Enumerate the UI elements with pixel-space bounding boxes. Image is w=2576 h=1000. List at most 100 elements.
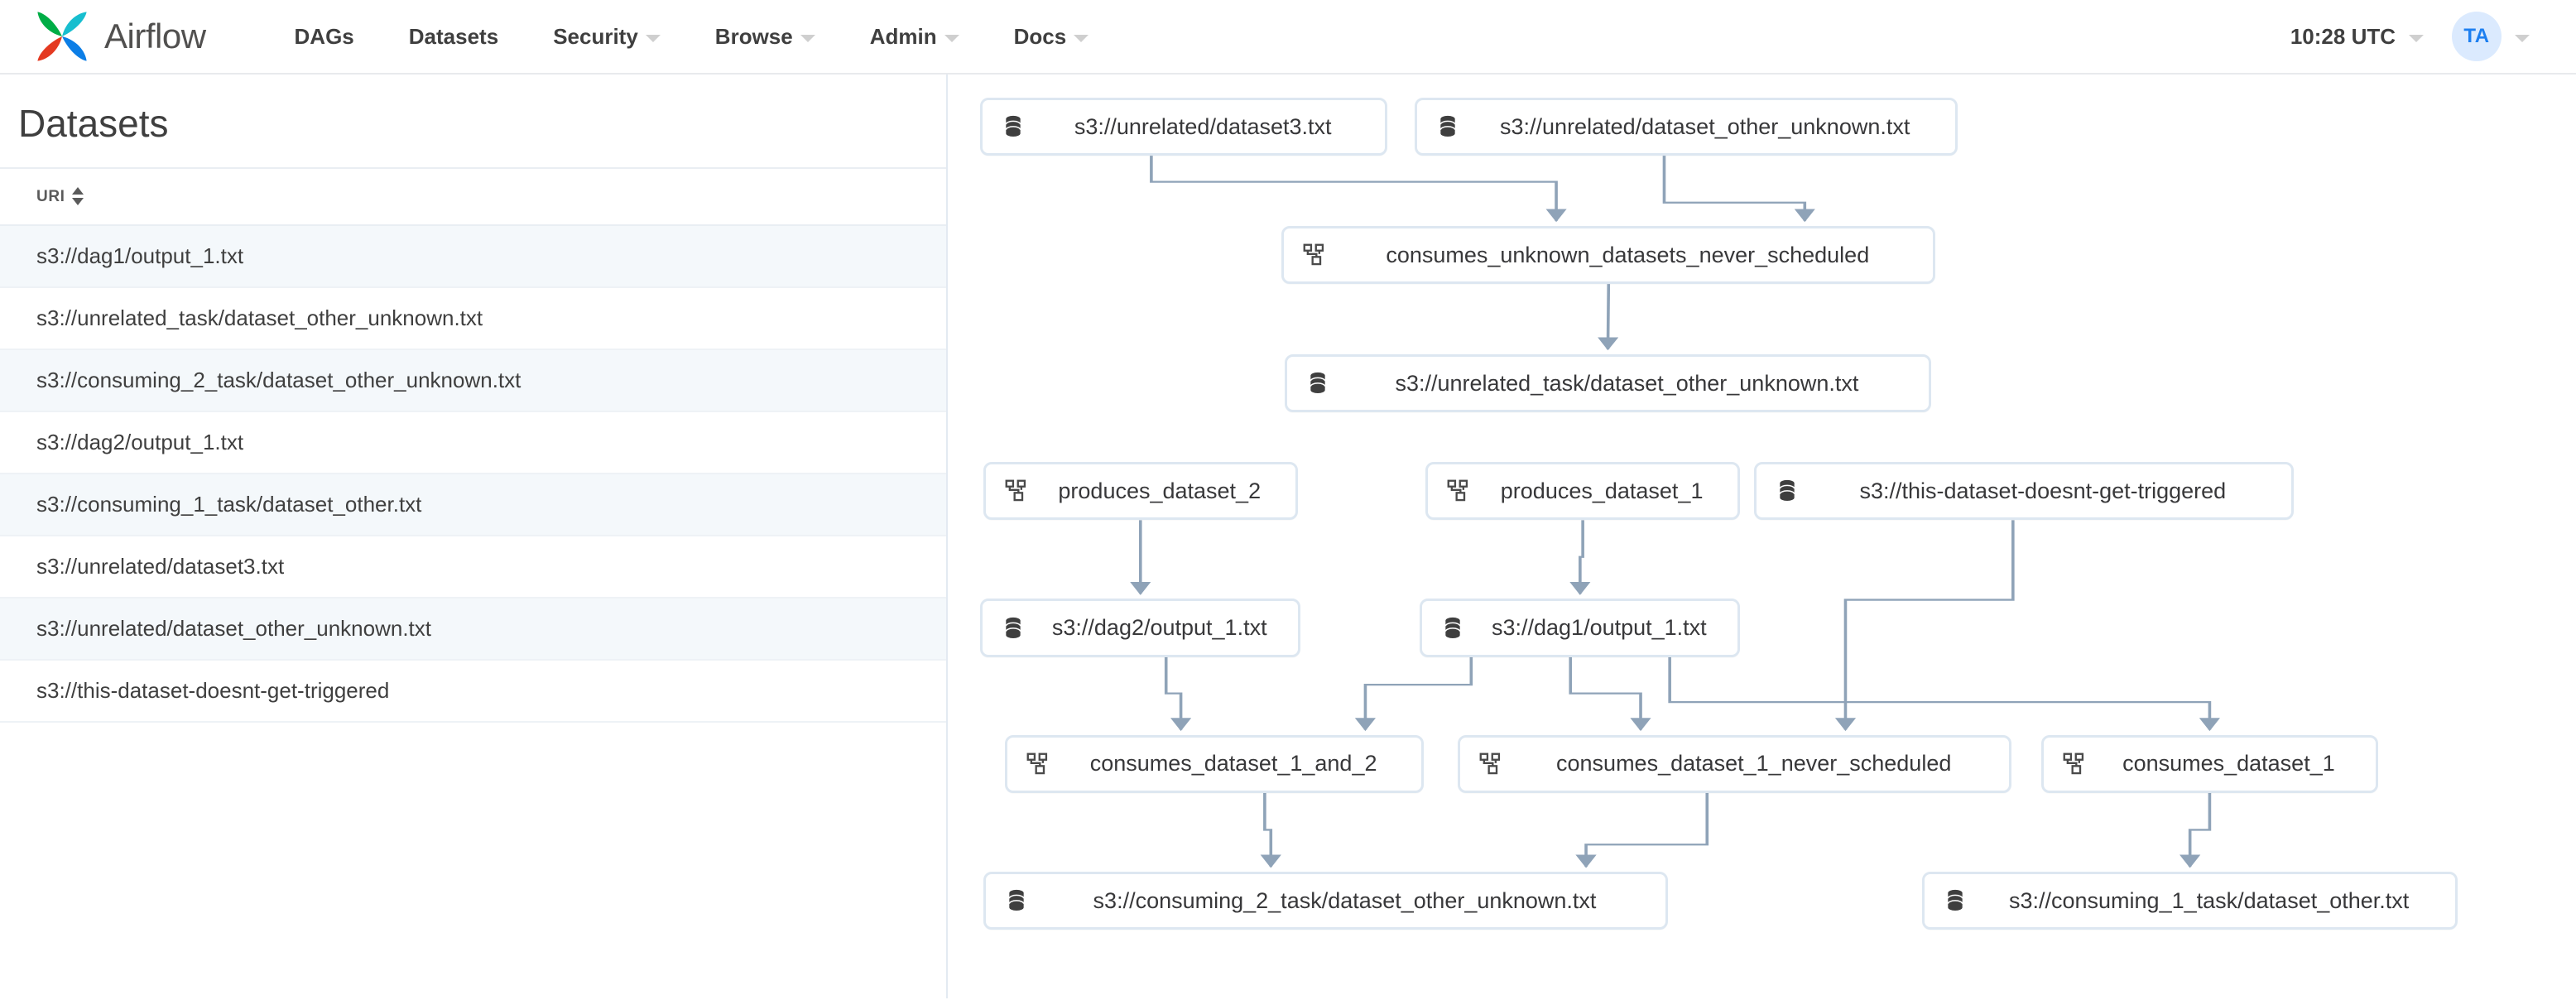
avatar: TA [2452,12,2502,61]
table-header-row: URI [0,169,946,226]
dataset-uri-cell[interactable]: s3://this-dataset-doesnt-get-triggered [0,660,946,723]
database-icon [1775,478,1800,504]
dataset-graph-panel[interactable]: s3://unrelated/dataset3.txt s3://unrelate… [948,75,2576,998]
user-menu[interactable]: TA [2452,12,2530,61]
graph-edge [1260,793,1281,868]
airflow-pinwheel-logo-icon [31,6,93,67]
graph-edge [1575,793,1709,868]
graph-edge [1569,656,1651,732]
graph-node-dag-produces-1[interactable]: produces_dataset_1 [1425,462,1741,521]
nav-item-label: Docs [1013,23,1067,49]
table-row[interactable]: s3://this-dataset-doesnt-get-triggered [0,660,946,723]
graph-node-label: consumes_dataset_1_never_scheduled [1556,751,1952,776]
graph-node-label: s3://this-dataset-doesnt-get-triggered [1859,478,2227,503]
graph-edge [1569,520,1591,595]
graph-node-label: s3://unrelated/dataset3.txt [1074,113,1332,139]
graph-edge [2180,793,2212,868]
nav-item-label: Security [553,23,638,49]
chevron-down-icon [1074,34,1089,42]
sitemap-icon [1478,751,1503,777]
graph-node-label: produces_dataset_2 [1058,478,1262,503]
brand-name: Airflow [104,17,206,55]
graph-node-ds-unrelated-dataset3[interactable]: s3://unrelated/dataset3.txt [980,97,1388,156]
database-icon [1001,615,1026,642]
table-row[interactable]: s3://dag1/output_1.txt [0,225,946,288]
database-icon [1440,615,1465,642]
table-row[interactable]: s3://consuming_2_task/dataset_other_unkn… [0,349,946,412]
nav-item-dags[interactable]: DAGs [267,24,382,50]
table-row[interactable]: s3://dag2/output_1.txt [0,411,946,474]
table-row[interactable]: s3://unrelated/dataset_other_unknown.txt [0,598,946,661]
table-row[interactable]: s3://consuming_1_task/dataset_other.txt [0,474,946,536]
clock-label: 10:28 UTC [2290,23,2396,49]
chevron-down-icon [800,34,815,42]
sort-updown-icon[interactable] [71,187,84,205]
nav-item-label: DAGs [294,23,354,49]
nav-item-admin[interactable]: Admin [843,24,987,50]
dataset-uri-cell[interactable]: s3://unrelated/dataset_other_unknown.txt [0,598,946,661]
dataset-uri-cell[interactable]: s3://unrelated_task/dataset_other_unknow… [0,287,946,350]
sitemap-icon [1026,751,1050,777]
graph-node-label: consumes_dataset_1 [2122,751,2335,776]
graph-edge [1834,520,2015,732]
graph-node-ds-unrelated-task-other[interactable]: s3://unrelated_task/dataset_other_unknow… [1284,353,1932,413]
page-title: Datasets [18,102,169,145]
column-header-label: URI [36,188,65,205]
nav-item-label: Admin [869,23,937,49]
graph-node-dag-consumes-1-and-2[interactable]: consumes_dataset_1_and_2 [1004,734,1425,793]
graph-node-dag-produces-2[interactable]: produces_dataset_2 [983,462,1298,521]
graph-node-label: s3://consuming_1_task/dataset_other.txt [2008,887,2410,913]
timezone-selector[interactable]: 10:28 UTC [2290,24,2452,50]
database-icon [1435,113,1460,140]
graph-node-dag-consumes-1[interactable]: consumes_dataset_1 [2041,734,2378,793]
dataset-uri-cell[interactable]: s3://consuming_1_task/dataset_other.txt [0,474,946,536]
graph-node-ds-consuming-2-task[interactable]: s3://consuming_2_task/dataset_other_unkn… [983,872,1669,930]
nav-item-docs[interactable]: Docs [987,24,1117,50]
graph-node-label: consumes_dataset_1_and_2 [1089,751,1377,776]
brand-home-link[interactable]: Airflow [31,6,206,67]
nav-item-datasets[interactable]: Datasets [382,24,526,50]
nav-item-browse[interactable]: Browse [688,24,843,50]
graph-node-dag-consumes-1-never[interactable]: consumes_dataset_1_never_scheduled [1458,734,2012,793]
graph-node-ds-unrelated-other-unknown[interactable]: s3://unrelated/dataset_other_unknown.txt [1414,97,1958,156]
graph-node-ds-not-triggered[interactable]: s3://this-dataset-doesnt-get-triggered [1753,462,2295,521]
database-icon [1004,887,1029,914]
graph-edge [1164,656,1192,732]
nav-item-label: Browse [714,23,793,49]
graph-canvas[interactable]: s3://unrelated/dataset3.txt s3://unrelate… [948,75,2576,998]
table-row[interactable]: s3://unrelated_task/dataset_other_unknow… [0,287,946,350]
graph-node-label: s3://consuming_2_task/dataset_other_unkn… [1093,887,1597,913]
dataset-uri-cell[interactable]: s3://unrelated/dataset3.txt [0,536,946,599]
graph-node-ds-consuming-1-task[interactable]: s3://consuming_1_task/dataset_other.txt [1921,872,2458,930]
dataset-uri-cell[interactable]: s3://consuming_2_task/dataset_other_unkn… [0,349,946,412]
graph-node-ds-dag2-output[interactable]: s3://dag2/output_1.txt [980,599,1301,657]
dataset-uri-cell[interactable]: s3://dag1/output_1.txt [0,225,946,288]
graph-edges [1130,156,2221,868]
dataset-uri-cell[interactable]: s3://dag2/output_1.txt [0,411,946,474]
graph-node-dag-consumes-unknown[interactable]: consumes_unknown_datasets_never_schedule… [1281,225,1936,285]
primary-nav: DAGs Datasets Security Browse Admin Docs [267,24,1117,50]
nav-item-security[interactable]: Security [526,24,688,50]
graph-edge [1662,156,1815,223]
sitemap-icon [1302,242,1327,268]
chevron-down-icon [944,34,959,42]
graph-node-ds-dag1-output[interactable]: s3://dag1/output_1.txt [1420,599,1741,657]
graph-node-label: s3://dag2/output_1.txt [1051,615,1267,641]
chevron-down-icon [2515,34,2530,42]
graph-node-label: s3://dag1/output_1.txt [1491,615,1707,641]
graph-edge [1668,656,2221,732]
nav-item-label: Datasets [408,23,499,49]
sitemap-icon [2062,751,2087,777]
graph-node-label: consumes_unknown_datasets_never_schedule… [1386,242,1870,267]
column-header-uri[interactable]: URI [0,169,946,226]
table-row[interactable]: s3://unrelated/dataset3.txt [0,536,946,599]
chevron-down-icon [2409,34,2424,42]
chevron-down-icon [645,34,661,42]
table-head: URI [0,169,946,226]
graph-node-label: s3://unrelated/dataset_other_unknown.txt [1500,113,1910,139]
navbar-right-cluster: 10:28 UTC TA [2290,12,2530,61]
